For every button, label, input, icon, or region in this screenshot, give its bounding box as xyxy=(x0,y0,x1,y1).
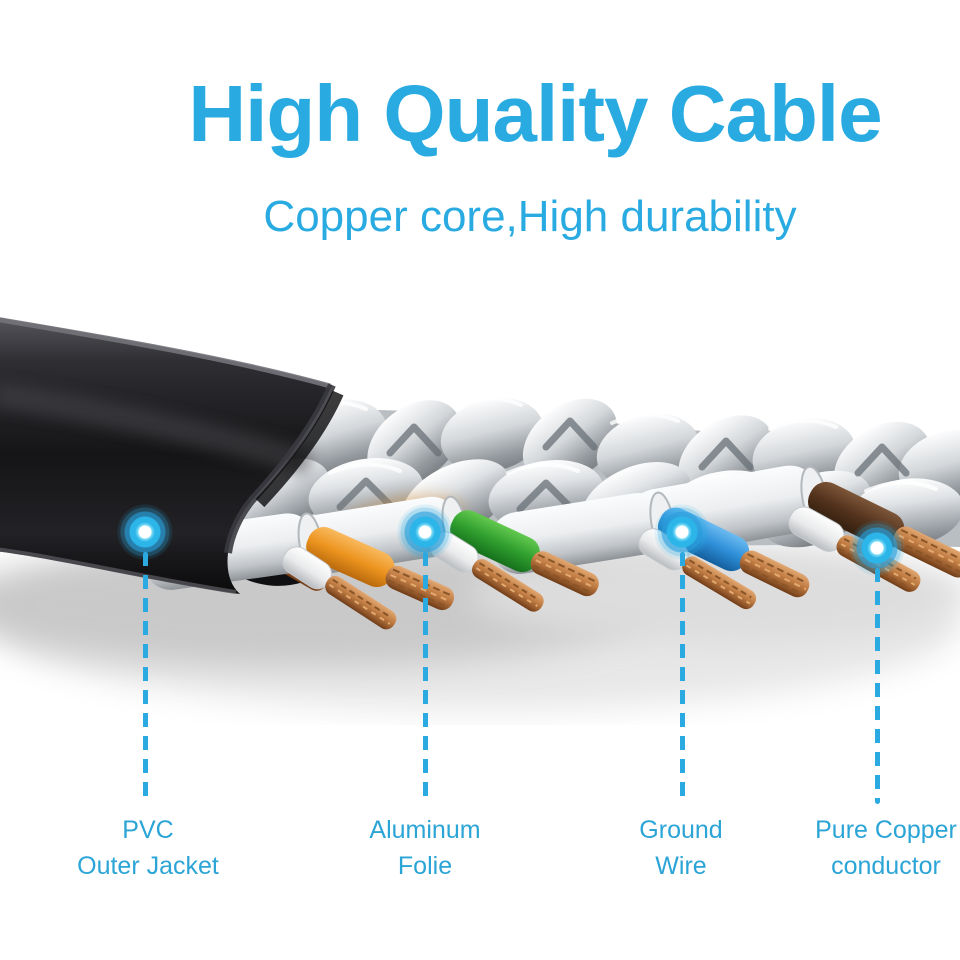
callout-label-line: Outer Jacket xyxy=(77,852,219,880)
callout-dot-icon xyxy=(654,504,710,560)
leader-line xyxy=(423,552,428,804)
callout-dot-icon xyxy=(117,504,173,560)
callout-label-line: conductor xyxy=(831,852,941,880)
leader-line xyxy=(680,552,685,804)
leader-line xyxy=(143,552,148,804)
callout-dot-icon xyxy=(849,520,905,576)
callout-label-line: Aluminum xyxy=(369,816,481,844)
page-subtitle: Copper core,High durability xyxy=(263,192,797,241)
callout-label-pvc-outer-jacket: PVC Outer Jacket xyxy=(18,812,278,884)
pvc-jacket xyxy=(0,317,344,594)
callout-label-aluminum-folie: Aluminum Folie xyxy=(295,812,555,884)
callout-label-line: Folie xyxy=(397,852,453,880)
callout-label-line: Pure Copper xyxy=(815,816,957,844)
callout-label-line: Ground xyxy=(639,816,723,844)
callout-label-line: Wire xyxy=(655,852,707,880)
callout-dot-icon xyxy=(397,504,453,560)
callout-label-line: PVC xyxy=(122,816,174,844)
leader-line xyxy=(875,568,880,804)
callout-label-ground-wire: Ground Wire xyxy=(551,812,811,884)
page-title: High Quality Cable xyxy=(188,69,882,158)
callout-label-pure-copper-conductor: Pure Copper conductor xyxy=(756,812,960,884)
